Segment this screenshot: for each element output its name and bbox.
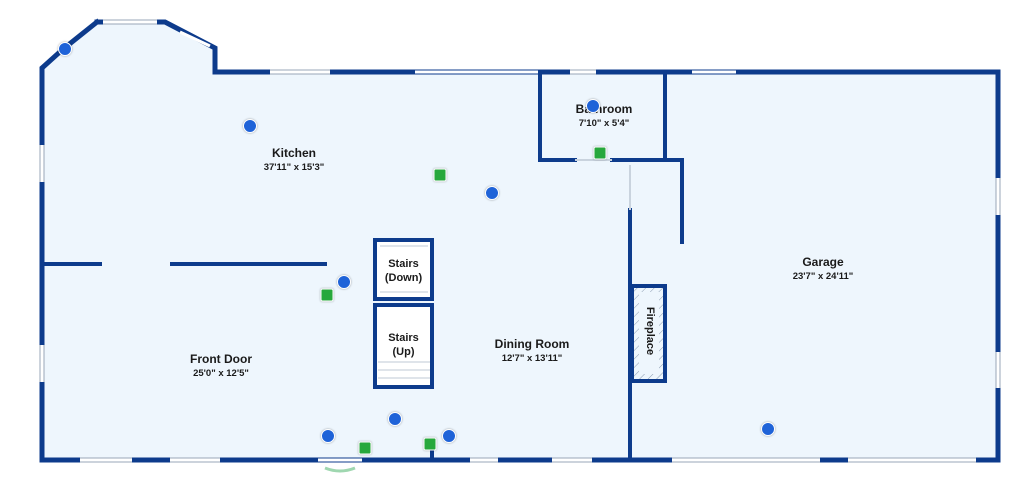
photo-marker-icon[interactable] xyxy=(388,412,402,426)
stairs-up xyxy=(373,303,434,389)
photo-marker-icon[interactable] xyxy=(586,99,600,113)
room-name: Dining Room xyxy=(494,337,570,351)
photo-marker-icon[interactable] xyxy=(321,429,335,443)
room-label-bathroom: Bathroom 7'10" x 5'4" xyxy=(576,102,633,129)
room-name: Bathroom xyxy=(575,102,633,116)
room-dimensions: 37'11" x 15'3" xyxy=(263,162,325,173)
photo-marker-icon[interactable] xyxy=(485,186,499,200)
room-dimensions: 7'10" x 5'4" xyxy=(578,118,630,129)
stairs-down-line1: Stairs xyxy=(388,258,419,270)
room-name: Garage xyxy=(802,255,844,269)
room-label-front-door: Front Door 25'0" x 12'5" xyxy=(190,352,252,379)
stairs-down xyxy=(373,238,434,301)
panorama-marker-icon[interactable] xyxy=(320,288,334,302)
stairs-up-line1: Stairs xyxy=(388,332,419,344)
room-dimensions: 23'7" x 24'11" xyxy=(792,271,854,282)
photo-marker-icon[interactable] xyxy=(243,119,257,133)
windows xyxy=(40,20,1000,462)
room-name: Kitchen xyxy=(271,146,316,160)
stairs-up-label: Stairs (Up) xyxy=(375,331,432,359)
photo-marker-icon[interactable] xyxy=(442,429,456,443)
photo-marker-icon[interactable] xyxy=(337,275,351,289)
room-dimensions: 12'7" x 13'11" xyxy=(501,353,563,364)
room-dimensions: 25'0" x 12'5" xyxy=(193,368,249,379)
window-frames xyxy=(39,19,1001,463)
stairs-down-line2: (Down) xyxy=(384,272,423,284)
stairs-down-label: Stairs (Down) xyxy=(375,257,432,285)
fireplace-label: Fireplace xyxy=(644,306,656,356)
photo-marker-icon[interactable] xyxy=(761,422,775,436)
entry-step xyxy=(324,466,356,473)
room-name: Front Door xyxy=(190,352,252,366)
panorama-marker-icon[interactable] xyxy=(593,146,607,160)
panorama-marker-icon[interactable] xyxy=(433,168,447,182)
floor-area xyxy=(42,22,998,460)
room-label-kitchen: Kitchen 37'11" x 15'3" xyxy=(264,146,325,173)
room-label-garage: Garage 23'7" x 24'11" xyxy=(793,255,854,282)
panorama-marker-icon[interactable] xyxy=(423,437,437,451)
stairs-up-line2: (Up) xyxy=(392,346,415,358)
photo-marker-icon[interactable] xyxy=(58,42,72,56)
room-label-dining-room: Dining Room 12'7" x 13'11" xyxy=(495,337,570,364)
panorama-marker-icon[interactable] xyxy=(358,441,372,455)
